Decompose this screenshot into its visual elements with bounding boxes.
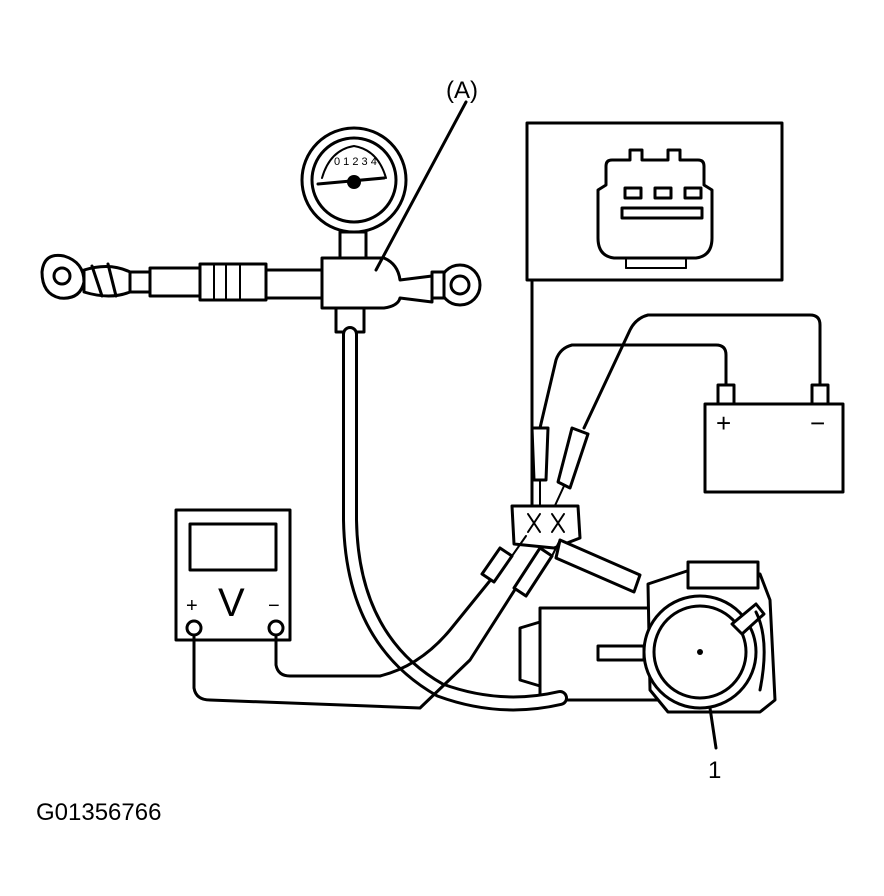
battery: + − [703,370,845,494]
battery-plus-symbol: + [716,408,731,438]
voltmeter-minus-symbol: − [268,595,280,617]
pressure-gauge-assembly: 0 1 2 3 4 (A) [40,77,482,334]
gauge-label: (A) [446,77,478,104]
voltmeter-leads [192,535,561,710]
voltmeter-plus-symbol: + [186,595,198,617]
svg-text:0 1 2 3 4: 0 1 2 3 4 [334,156,377,168]
battery-minus-symbol: − [810,408,825,438]
connector-inset [525,121,784,282]
gauge-hose [342,326,568,712]
voltmeter-symbol: V [218,581,245,625]
pump-connector [510,504,582,550]
pump-label: 1 [708,757,721,784]
battery-leads [530,278,822,530]
figure-id: G01356766 [36,799,161,826]
voltmeter: V + − [174,508,292,642]
fuel-pump: 1 [518,538,777,784]
